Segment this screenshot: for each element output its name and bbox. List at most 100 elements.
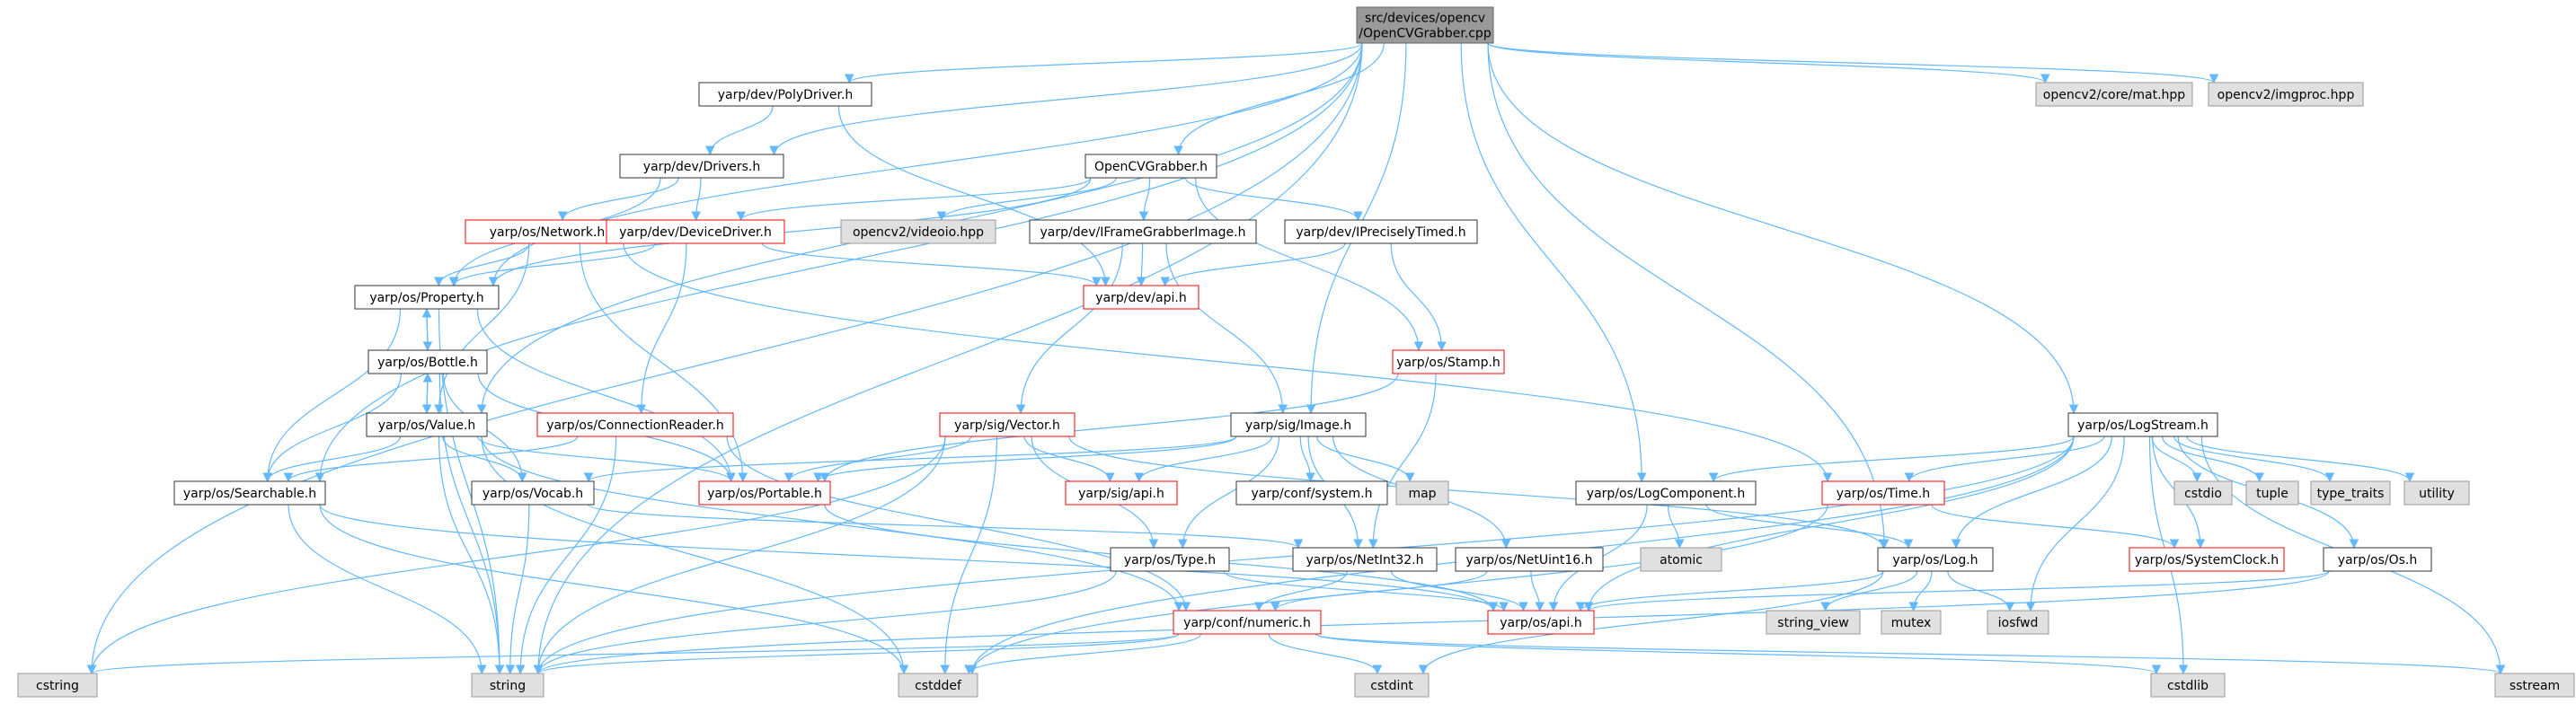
edge-stamp-to-netint32 [1368, 373, 1437, 550]
edge-searchable-to-string [288, 504, 487, 675]
node-utility-label: utility [2419, 487, 2455, 501]
node-imgproc-box [2208, 82, 2364, 107]
node-opencvgrabberh[interactable]: OpenCVGrabber.h [1084, 154, 1217, 179]
node-type[interactable]: yarp/os/Type.h [1110, 547, 1230, 572]
edge-root-to-imgproc [1487, 42, 2219, 84]
node-netint32[interactable]: yarp/os/NetInt32.h [1292, 547, 1438, 572]
edge-root-to-opencvgrabberh [1173, 42, 1385, 156]
node-root-label: src/devices/opencv [1365, 12, 1485, 26]
edge-iframegrabber-to-devapi [1136, 242, 1146, 287]
edge-logcomponent-to-atomic [1667, 504, 1685, 550]
edge-vector-to-cstddef [940, 436, 998, 675]
node-devicedriver[interactable]: yarp/dev/DeviceDriver.h [606, 219, 785, 244]
node-polydriver-box [698, 82, 872, 107]
node-logcomponent[interactable]: yarp/os/LogComponent.h [1575, 480, 1757, 506]
node-vocab[interactable]: yarp/os/Vocab.h [471, 480, 595, 506]
node-map-box [1395, 480, 1449, 506]
edge-image-to-type [1177, 436, 1280, 550]
edge-image-to-vocab [583, 436, 1237, 483]
node-time-box [1821, 480, 1945, 506]
node-image[interactable]: yarp/sig/Image.h [1230, 412, 1367, 437]
edge-ipreciselytimed-to-devapi [1160, 242, 1346, 287]
node-root[interactable]: src/devices/opencv/OpenCVGrabber.cpp [1356, 6, 1494, 44]
edge-opencvgrabberh-to-iframegrabber [1138, 177, 1151, 222]
node-connectionreader[interactable]: yarp/os/ConnectionReader.h [536, 412, 734, 437]
node-tuple: tuple [2245, 480, 2299, 506]
edge-connectionreader-to-searchable [283, 436, 579, 483]
node-confnumeric[interactable]: yarp/conf/numeric.h [1173, 610, 1322, 635]
node-type_traits-box [2310, 480, 2391, 506]
node-mutex-box [1881, 610, 1942, 635]
node-logcomponent-box [1575, 480, 1757, 506]
node-polydriver-label: yarp/dev/PolyDriver.h [718, 88, 854, 102]
node-string-box [471, 673, 544, 698]
node-searchable-box [173, 480, 326, 506]
node-confsystem[interactable]: yarp/conf/system.h [1235, 480, 1388, 506]
edge-root-to-logstream [1487, 42, 2079, 415]
node-vector-label: yarp/sig/Vector.h [954, 418, 1060, 433]
node-log[interactable]: yarp/os/Log.h [1877, 547, 1994, 572]
node-systemclock[interactable]: yarp/os/SystemClock.h [2129, 547, 2285, 572]
edge-type-to-string [533, 570, 1117, 675]
edge-network-to-time [623, 242, 1833, 483]
node-vector[interactable]: yarp/sig/Vector.h [939, 412, 1076, 437]
node-imgproc-label: opencv2/imgproc.hpp [2217, 88, 2355, 102]
node-stamp[interactable]: yarp/os/Stamp.h [1392, 349, 1505, 374]
node-type-label: yarp/os/Type.h [1124, 553, 1216, 568]
edge-confnumeric-to-cstdlib [1315, 633, 2161, 675]
node-ipreciselytimed[interactable]: yarp/dev/IPreciselyTimed.h [1284, 219, 1478, 244]
node-systemclock-label: yarp/os/SystemClock.h [2135, 553, 2279, 568]
node-property[interactable]: yarp/os/Property.h [354, 285, 500, 310]
node-logstream[interactable]: yarp/os/LogStream.h [2067, 412, 2218, 437]
node-iframegrabber[interactable]: yarp/dev/IFrameGrabberImage.h [1029, 219, 1257, 244]
node-bottle-box [367, 349, 488, 374]
edge-vector-to-log [1068, 436, 1889, 550]
node-cstdint: cstdint [1354, 673, 1430, 698]
edge-vocab-to-string [505, 504, 530, 675]
edge-log-to-mutex [1908, 570, 1933, 612]
edge-confnumeric-to-cstring [87, 633, 1180, 675]
node-portable-box [698, 480, 831, 506]
node-osapi-box [1487, 610, 1595, 635]
edge-root-to-searchable [314, 42, 1363, 483]
node-type_traits: type_traits [2310, 480, 2391, 506]
edge-property-to-searchable [262, 308, 402, 483]
node-polydriver[interactable]: yarp/dev/PolyDriver.h [698, 82, 872, 107]
node-connectionreader-box [536, 412, 734, 437]
node-opencvgrabberh-box [1084, 154, 1217, 179]
node-network[interactable]: yarp/os/Network.h [465, 219, 630, 244]
edge-osh-to-string [533, 570, 2330, 675]
node-iframegrabber-label: yarp/dev/IFrameGrabberImage.h [1040, 225, 1246, 240]
node-netuint16-label: yarp/os/NetUint16.h [1465, 553, 1592, 568]
node-osapi[interactable]: yarp/os/api.h [1487, 610, 1595, 635]
node-portable[interactable]: yarp/os/Portable.h [698, 480, 831, 506]
node-value[interactable]: yarp/os/Value.h [366, 412, 488, 437]
edge-value-to-searchable [262, 436, 402, 483]
node-bottle[interactable]: yarp/os/Bottle.h [367, 349, 488, 374]
node-osh-box [2323, 547, 2432, 572]
node-devapi[interactable]: yarp/dev/api.h [1083, 285, 1199, 310]
node-mat-box [2035, 82, 2193, 107]
node-videoio-label: opencv2/videoio.hpp [853, 225, 984, 240]
edge-log-to-cstdint [1418, 570, 1884, 675]
node-devicedriver-box [606, 219, 785, 244]
node-cstdlib: cstdlib [2150, 673, 2226, 698]
edge-logstream-to-log [1951, 436, 2112, 550]
node-searchable[interactable]: yarp/os/Searchable.h [173, 480, 326, 506]
node-osh[interactable]: yarp/os/Os.h [2323, 547, 2432, 572]
edge-type-to-osapi [1223, 570, 1509, 612]
node-confsystem-label: yarp/conf/system.h [1252, 487, 1373, 501]
node-time[interactable]: yarp/os/Time.h [1821, 480, 1945, 506]
node-netuint16[interactable]: yarp/os/NetUint16.h [1455, 547, 1604, 572]
node-mat-label: opencv2/core/mat.hpp [2043, 88, 2186, 102]
node-sigapi[interactable]: yarp/sig/api.h [1065, 480, 1178, 506]
node-cstdint-label: cstdint [1370, 679, 1413, 693]
node-drivers[interactable]: yarp/dev/Drivers.h [619, 154, 784, 179]
edge-confnumeric-to-sstream [1315, 633, 2505, 675]
node-vector-box [939, 412, 1076, 437]
node-netint32-box [1292, 547, 1438, 572]
edge-vector-to-sigapi [1023, 436, 1115, 483]
node-tuple-label: tuple [2256, 487, 2288, 501]
edge-value-to-string [438, 436, 505, 675]
edge-connectionreader-to-string [515, 436, 617, 675]
